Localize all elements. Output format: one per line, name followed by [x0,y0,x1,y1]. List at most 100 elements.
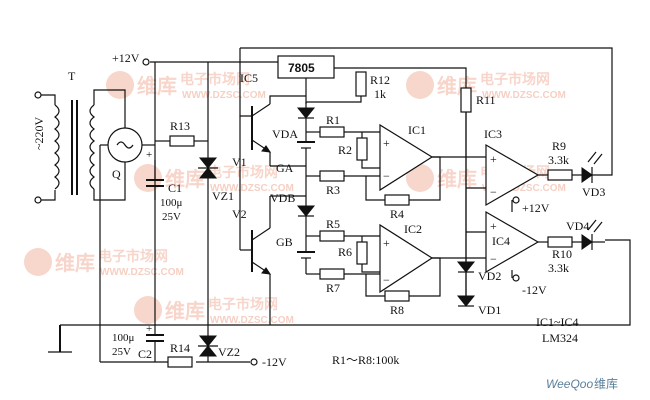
r14-label: R14 [170,341,190,355]
vz1-label: VZ1 [212,189,234,203]
watermark-logo-icon [406,71,434,99]
reference-column: VDA GA VDB GB [270,102,316,274]
vz2-group: VZ2 [198,325,240,362]
r8-label: R8 [390,303,404,317]
ic3-section: + − IC3 R9 3.3k VD3 [466,127,605,207]
ic-part-label: LM324 [542,331,578,345]
r12-group: R12 1k [306,71,390,103]
ic4-plus: + [490,219,497,233]
r1-label: R1 [326,113,340,127]
watermark-brand-tail: 电子市场网 [98,248,168,265]
watermark-brand-tail: 电子市场网 [180,71,250,88]
r11-group: R11 [460,87,496,113]
watermark-url: WWW.DZSC.COM [182,90,266,101]
ic2-minus: − [383,273,390,287]
ic1-section: R1 R2 R3 + − IC1 R4 [306,113,486,221]
r4-label: R4 [390,207,404,221]
bridge-label: Q [112,167,121,181]
ic2-plus: + [383,236,390,250]
r3-label: R3 [326,183,340,197]
ic4-section: + − IC4 +12V -12V R10 3.3k VD4 [485,196,605,297]
watermark-brand: 维库 [437,167,477,191]
ic4-vminus: -12V [522,283,547,297]
r7-label: R7 [326,281,340,295]
vdb-label: VDB [270,191,295,205]
r5-label: R5 [326,217,340,231]
reg-label: 7805 [288,61,315,75]
transistor-v1: V1 [232,62,306,250]
regulator-7805: 7805 IC5 [240,55,335,104]
vd3-label: VD3 [582,185,605,199]
vd1-vd2: VD2 VD1 [456,231,501,317]
watermark-logo-icon [106,71,134,99]
c1-cap: 100μ [160,197,183,209]
ic4-vplus: +12V [522,201,550,215]
c1-plus: + [146,149,152,161]
r11-label: R11 [476,93,496,107]
vz2-label: VZ2 [218,345,240,359]
plus12-label: +12V [112,51,140,65]
r9-val: 3.3k [548,153,569,167]
vz1-group: VZ1 [198,62,234,325]
transistor-v2: V2 [232,196,272,325]
ic3-label: IC3 [484,127,502,141]
vda-label: VDA [272,127,298,141]
bridge-rectifier: Q [99,62,156,362]
c1-label: C1 [168,181,182,195]
ic1-plus: + [383,136,390,150]
ga-label: GA [276,161,294,175]
r6-label: R6 [338,245,352,259]
footer-tail: 维库 [594,376,618,391]
c1-volt: 25V [162,211,181,223]
ic3-minus: − [490,185,497,199]
v2-label: V2 [232,207,247,221]
watermark-brand-tail: 电子市场网 [208,164,278,181]
watermark-brand: 维库 [165,167,205,191]
watermark-url: WWW.DZSC.COM [482,183,566,194]
mains-input: ~220V [32,91,56,204]
r13-group: R13 [155,119,208,147]
vd4-label: VD4 [566,219,589,233]
watermark-1: 维库 电子市场网 WWW.DZSC.COM [106,71,266,101]
r14-group: R14 [167,341,193,368]
v1-label: V1 [232,155,247,169]
ic1-minus: − [383,169,390,183]
watermark-logo-icon [134,296,162,324]
r13-label: R13 [170,119,190,133]
gb-label: GB [276,235,293,249]
vd2-label: VD2 [478,269,501,283]
watermark-brand-tail: 电子市场网 [480,71,550,88]
footer-watermark: WeeQoo 维库 [546,376,618,391]
r2-label: R2 [338,143,352,157]
ic2-section: R5 R6 R7 + − IC2 R8 [306,217,486,317]
c2-label: C2 [138,347,152,361]
ic1-label: IC1 [408,123,426,137]
c2-volt: 25V [112,346,131,358]
c2-cap: 100μ [112,332,135,344]
watermark-logo-icon [406,164,434,192]
watermark-brand: 维库 [137,74,177,98]
watermark-5: 维库 电子市场网 WWW.DZSC.COM [24,248,184,278]
ic-range-label: IC1~IC4 [536,315,579,329]
watermark-brand: 维库 [165,299,205,323]
watermark-url: WWW.DZSC.COM [100,267,184,278]
resistor-note: R1～R8:100k [332,353,399,367]
watermark-url: WWW.DZSC.COM [210,183,294,194]
r10-val: 3.3k [548,261,569,275]
watermark-url: WWW.DZSC.COM [210,315,294,326]
c2-group: + 100μ 25V C2 [112,323,164,362]
ic3-plus: + [490,152,497,166]
minus12-label: -12V [262,355,287,369]
r12-label: R12 [370,73,390,87]
c2-plus: + [146,323,152,335]
c1-group: + C1 100μ 25V [146,149,183,223]
r12-val: 1k [374,87,386,101]
watermark-logo-icon [24,248,52,276]
watermark-url: WWW.DZSC.COM [482,90,566,101]
mains-label: ~220V [32,117,46,150]
footer-brand: WeeQoo [546,377,593,391]
ic5-label: IC5 [240,71,258,85]
r10-label: R10 [552,247,572,261]
watermark-brand-tail: 电子市场网 [208,296,278,313]
ic4-minus: − [490,252,497,266]
